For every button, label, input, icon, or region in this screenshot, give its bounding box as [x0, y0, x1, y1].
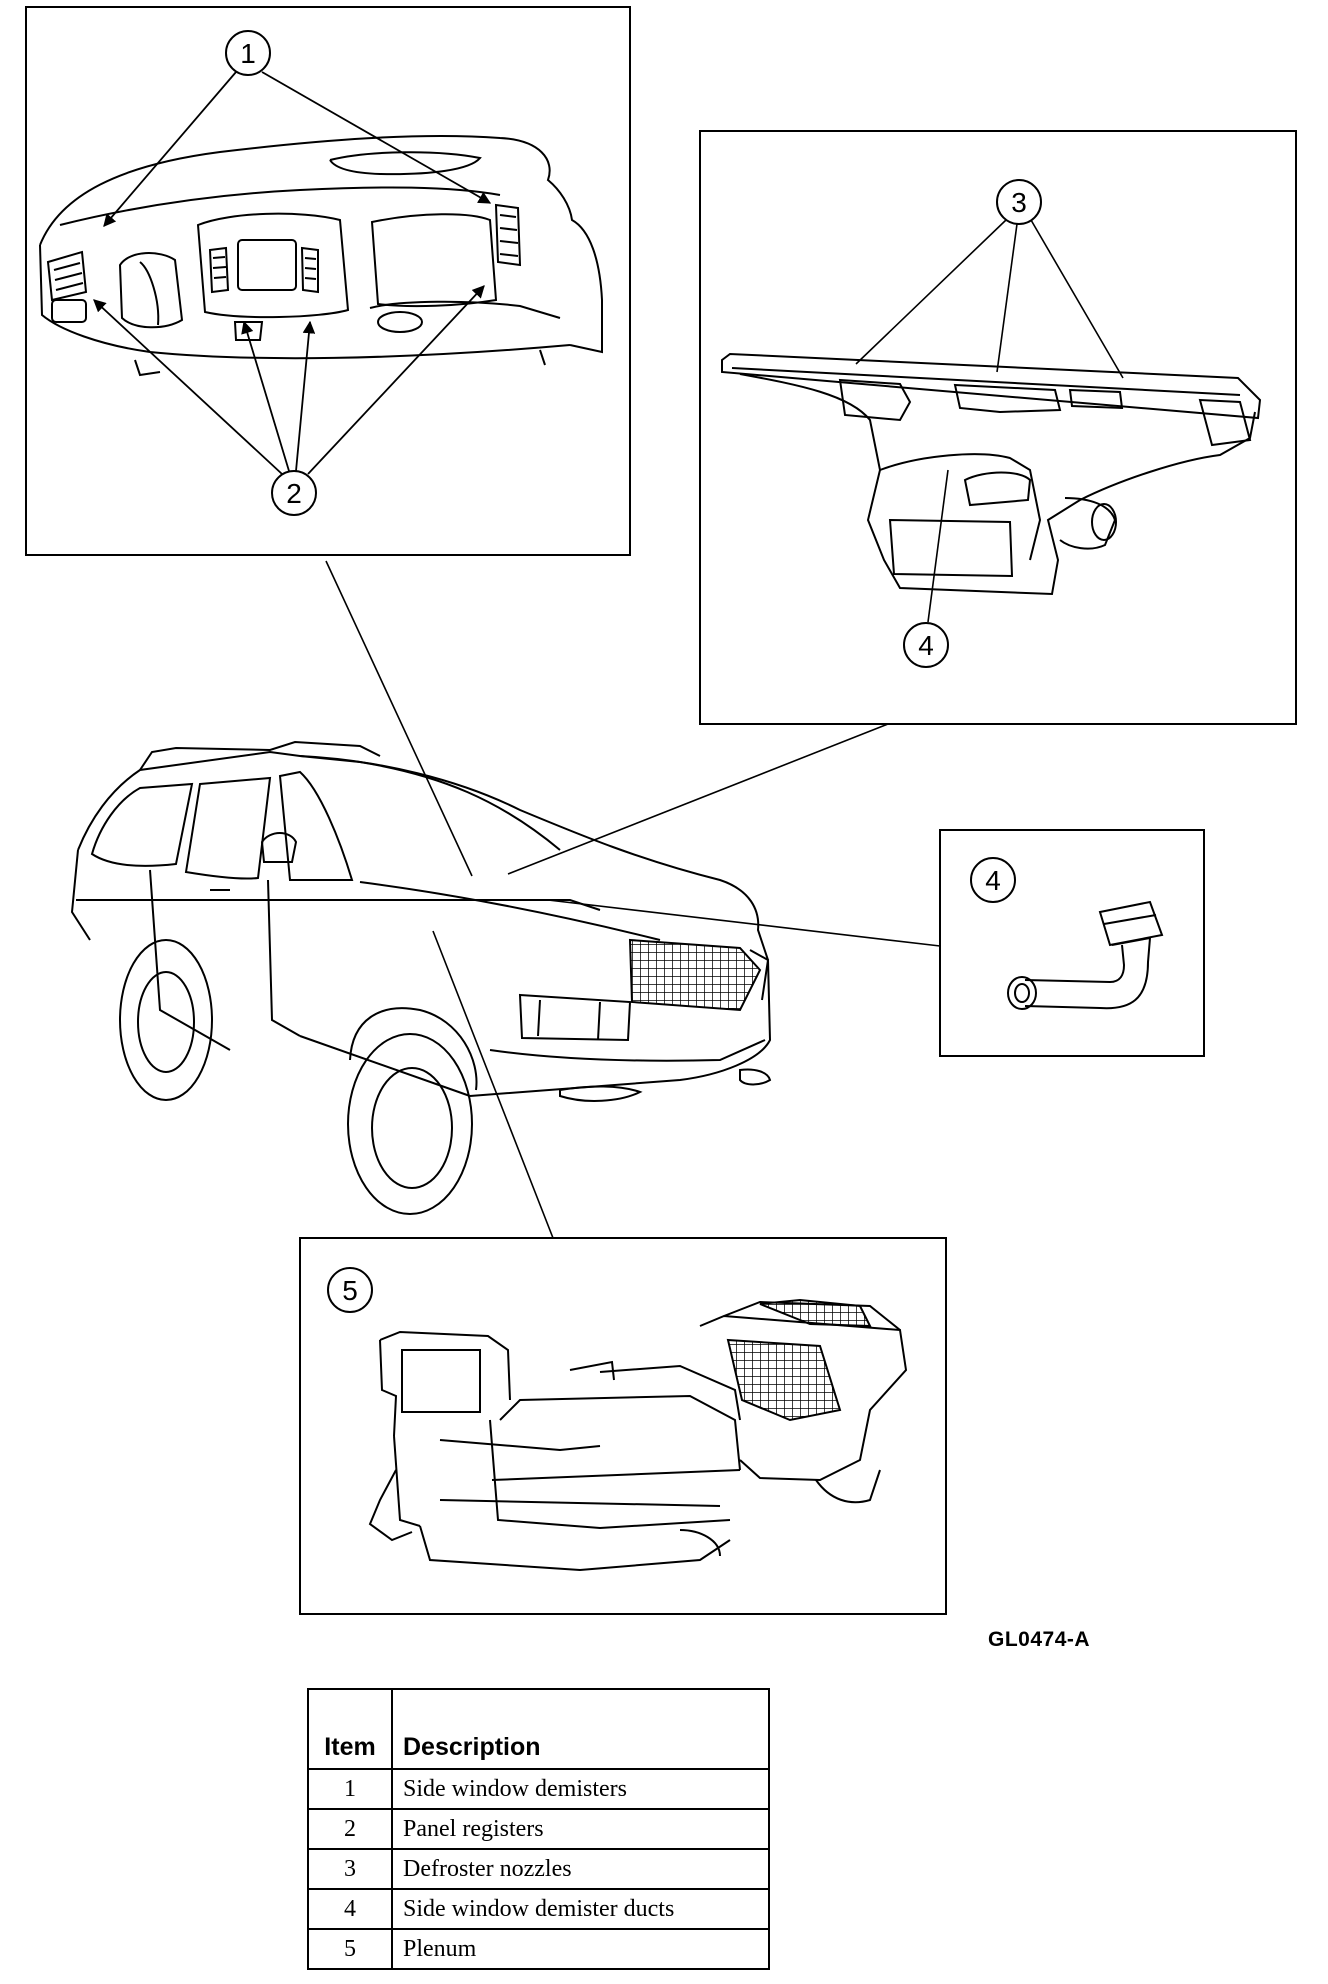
plenum-detail-panel: 5	[299, 1237, 947, 1615]
callout-3-circle	[996, 179, 1042, 225]
callout-5-label: 5	[342, 1275, 358, 1306]
callout-4-defroster-circle	[903, 622, 949, 668]
callout-3-leader-2	[996, 223, 1018, 373]
callout-1-circle	[225, 30, 271, 76]
legend-header-item: Item	[307, 1688, 393, 1770]
legend-row: 5 Plenum	[307, 1928, 770, 1970]
figure-code: GL0474-A	[988, 1628, 1091, 1651]
legend-item-number: 5	[307, 1928, 393, 1970]
legend-row: 1 Side window demisters	[307, 1768, 770, 1810]
demister-duct-illustration	[1007, 900, 1164, 1010]
callout-2-arrow-1	[93, 299, 283, 475]
callout-3-leader-3	[1030, 219, 1124, 379]
legend-row: 2 Panel registers	[307, 1808, 770, 1850]
legend-header-row: Item Description	[307, 1688, 770, 1770]
callout-2-label: 2	[286, 478, 302, 509]
vehicle-illustration	[70, 740, 772, 1215]
connector-demister-duct	[547, 899, 941, 947]
legend-item-description: Side window demister ducts	[391, 1888, 770, 1930]
legend-table: Item Description 1 Side window demisters…	[307, 1688, 770, 1970]
legend-row: 4 Side window demister ducts	[307, 1888, 770, 1930]
callout-2-circle	[271, 470, 317, 516]
legend-item-number: 3	[307, 1848, 393, 1890]
defroster-nozzle-illustration	[721, 352, 1262, 596]
callout-4-defroster-leader	[927, 469, 949, 623]
demister-duct-detail-panel: 4	[939, 829, 1205, 1057]
legend-item-number: 2	[307, 1808, 393, 1850]
dashboard-illustration	[39, 134, 603, 377]
callout-3-leader-1	[855, 219, 1007, 365]
defroster-detail-panel: 3 4	[699, 130, 1297, 725]
callout-3-label: 3	[1011, 187, 1027, 218]
callout-1-arrow-left	[103, 71, 237, 227]
legend-item-description: Panel registers	[391, 1808, 770, 1850]
legend-item-description: Plenum	[391, 1928, 770, 1970]
legend-item-description: Side window demisters	[391, 1768, 770, 1810]
connector-defroster	[507, 723, 889, 875]
callout-4-duct-label: 4	[985, 865, 1001, 896]
dashboard-detail-panel: 1 2	[25, 6, 631, 556]
legend-item-description: Defroster nozzles	[391, 1848, 770, 1890]
callout-4-duct-circle	[970, 857, 1016, 903]
legend-item-number: 1	[307, 1768, 393, 1810]
legend-header-description: Description	[391, 1688, 770, 1770]
callout-5-circle	[327, 1267, 373, 1313]
callout-2-arrow-3	[295, 320, 316, 472]
plenum-illustration	[368, 1298, 908, 1572]
callout-4-defroster-label: 4	[918, 630, 934, 661]
callout-1-label: 1	[240, 38, 256, 69]
callout-2-arrow-4	[307, 285, 485, 475]
callout-1-arrow-right	[261, 71, 492, 204]
connector-plenum	[432, 930, 554, 1239]
callout-2-arrow-2	[241, 320, 290, 472]
connector-lines	[325, 560, 941, 1239]
connector-dashboard	[325, 560, 473, 877]
legend-item-number: 4	[307, 1888, 393, 1930]
legend-row: 3 Defroster nozzles	[307, 1848, 770, 1890]
